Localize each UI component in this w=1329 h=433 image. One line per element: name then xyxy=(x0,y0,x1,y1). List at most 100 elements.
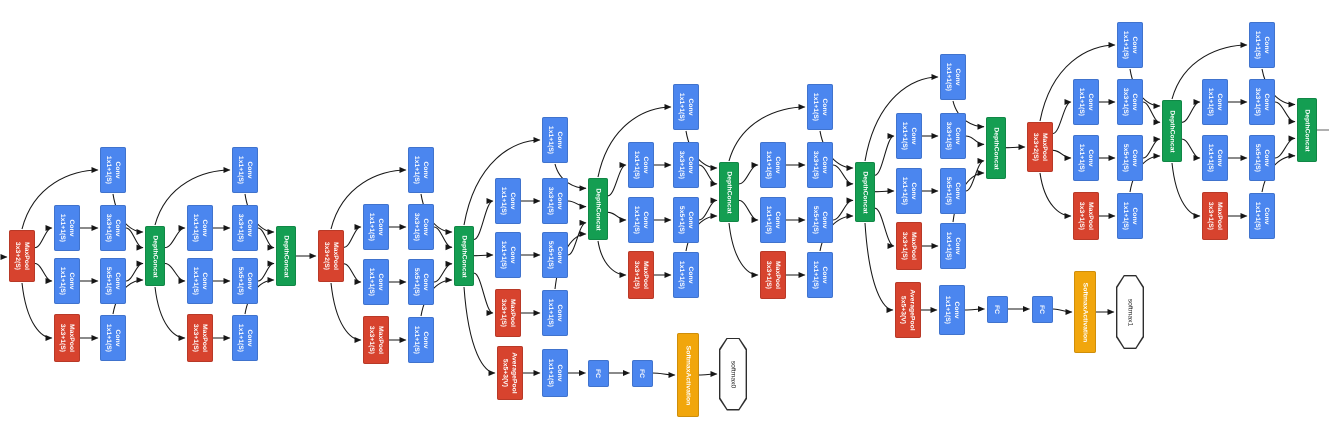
node-label-line: 1x1+1(S) xyxy=(59,213,66,243)
node-label-line: Conv xyxy=(954,68,961,86)
node-label-line: Conv xyxy=(556,364,563,382)
node-label-line: Conv xyxy=(114,161,121,179)
edge-pool3-m3_p xyxy=(330,282,362,343)
node-label-line: Conv xyxy=(556,192,563,210)
node-label-line: 3x3+1(S) xyxy=(901,231,908,261)
node-label-line: Conv xyxy=(377,218,384,236)
node-label: SoftmaxActivation xyxy=(1081,282,1090,342)
node-label-line: Conv xyxy=(910,182,917,200)
node-label-line: 3x3+1(S) xyxy=(368,325,375,355)
edge-m5_cat-m6_p xyxy=(728,222,759,278)
fc-node-a1-fc2: FC xyxy=(1031,295,1053,323)
edge-m3_c1-m3_cat xyxy=(420,193,453,235)
edge-m6_cat-a1_pool xyxy=(864,222,894,313)
node-label-line: 5x5+1(S) xyxy=(547,240,554,270)
node-label-line: Conv xyxy=(556,304,563,322)
softmax-output-node-a1-out: softmax1 xyxy=(1116,275,1144,349)
edge-m3_cat-m4_c1 xyxy=(463,137,541,226)
node-label-line: 1x1+1(S) xyxy=(633,205,640,235)
node-label-line: DepthConcat xyxy=(460,234,468,278)
edge-m3_cat-a0_pool xyxy=(463,286,496,376)
edge-m3_cat-m4_p xyxy=(473,272,494,316)
edge-m7_r2b-m7_cat xyxy=(965,135,985,148)
node-label-line: Conv xyxy=(377,273,384,291)
edge-m3_r2b-m3_cat xyxy=(433,226,453,251)
node-label-line: DepthConcat xyxy=(1168,109,1176,153)
node-label-line: 1x1+1(S) xyxy=(945,62,952,92)
node-label-line: 1x1+1(S) xyxy=(765,150,772,180)
edge-m6_cat-m7_r2a xyxy=(874,133,895,176)
node-label-line: Conv xyxy=(774,211,781,229)
node-label-line: Conv xyxy=(246,219,253,237)
node-label-line: 1x1+1(S) xyxy=(368,212,375,242)
node-label-line: Conv xyxy=(68,219,75,237)
node-label-line: Conv xyxy=(1263,93,1270,111)
edge-m4_r2b-m4_cat xyxy=(567,200,587,210)
node-label: DepthConcat xyxy=(1303,109,1312,151)
node-label-line: MaxPool xyxy=(332,242,339,270)
fc-node-a0-fc1: FC xyxy=(587,359,609,387)
node-label-line: 3x3+2(S) xyxy=(323,241,330,271)
edge-pool0-m1_r2a xyxy=(34,225,53,249)
edge-m2_r2b-m2_cat xyxy=(257,227,275,251)
node-label-line: Conv xyxy=(1131,36,1138,54)
node-label-line: 3x3+1(S) xyxy=(1078,201,1085,231)
node-label-line: 1x1+1(S) xyxy=(812,92,819,122)
node-label-line: SoftmaxActivation xyxy=(1081,282,1089,342)
node-label-line: 1x1+1(S) xyxy=(547,125,554,155)
edge-pool4-m8_r3a xyxy=(1052,149,1072,161)
depthconcat-node-m3-cat: DepthConcat xyxy=(454,226,474,286)
node-label-line: 5x5+1(S) xyxy=(945,176,952,206)
edge-m6_c1-m6_cat xyxy=(819,130,854,171)
node-label-line: 1x1+1(S) xyxy=(105,155,112,185)
node-label-line: 1x1+1(S) xyxy=(237,323,244,353)
node-label-line: Conv xyxy=(246,272,253,290)
edge-m4_r3b-m4_cat xyxy=(567,219,587,256)
node-label: FC xyxy=(594,368,603,377)
edge-m9_r3b-m9_cat xyxy=(1274,135,1296,159)
edge-pool3-m3_r2a xyxy=(343,224,362,248)
node-label-line: 1x1+1(S) xyxy=(901,121,908,151)
edge-pool0-m1_p xyxy=(21,282,53,341)
